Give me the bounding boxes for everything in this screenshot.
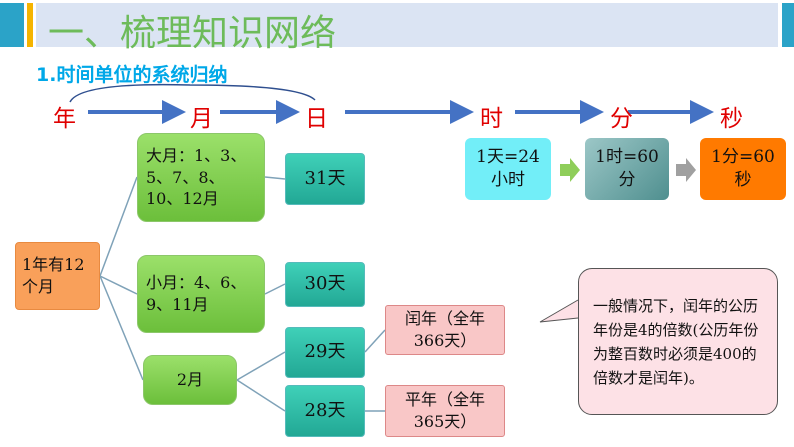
conversion-day-hour: 1天=24小时 <box>465 138 551 200</box>
header-yellow-bar <box>27 3 33 47</box>
small-month-box: 小月：4、6、9、11月 <box>137 255 265 333</box>
arrow-right-icon <box>560 158 580 182</box>
callout-pointer <box>539 299 579 323</box>
days-31: 31天 <box>285 153 365 205</box>
big-month-box: 大月：1、3、5、7、8、10、12月 <box>137 133 265 222</box>
days-29: 29天 <box>285 327 365 378</box>
leap-year-box: 闰年（全年366天） <box>385 305 505 355</box>
unit-hour: 时 <box>480 106 503 132</box>
days-28: 28天 <box>285 385 365 437</box>
header-right-block <box>782 3 794 47</box>
page-title: 一、梳理知识网络 <box>48 13 337 54</box>
arc-year-to-day <box>69 83 316 103</box>
header-blue-block <box>0 3 24 47</box>
unit-month: 月 <box>190 106 213 132</box>
unit-minute: 分 <box>610 106 633 132</box>
section-subtitle: 1.时间单位的系统归纳 <box>36 64 228 86</box>
common-year-box: 平年（全年365天） <box>385 385 505 437</box>
unit-year: 年 <box>53 106 76 132</box>
leap-year-note: 一般情况下，闰年的公历年份是4的倍数(公历年份为整百数时必须是400的倍数才是闰… <box>578 268 778 415</box>
february-box: 2月 <box>143 355 237 405</box>
arrow-right-icon <box>676 158 696 182</box>
days-30: 30天 <box>285 262 365 307</box>
unit-day: 日 <box>305 106 328 132</box>
conversion-hour-minute: 1时=60分 <box>585 138 669 200</box>
unit-second: 秒 <box>720 106 743 132</box>
root-year-months: 1年有12个月 <box>15 242 100 310</box>
header-band <box>36 3 778 47</box>
conversion-minute-second: 1分=60秒 <box>700 138 786 200</box>
